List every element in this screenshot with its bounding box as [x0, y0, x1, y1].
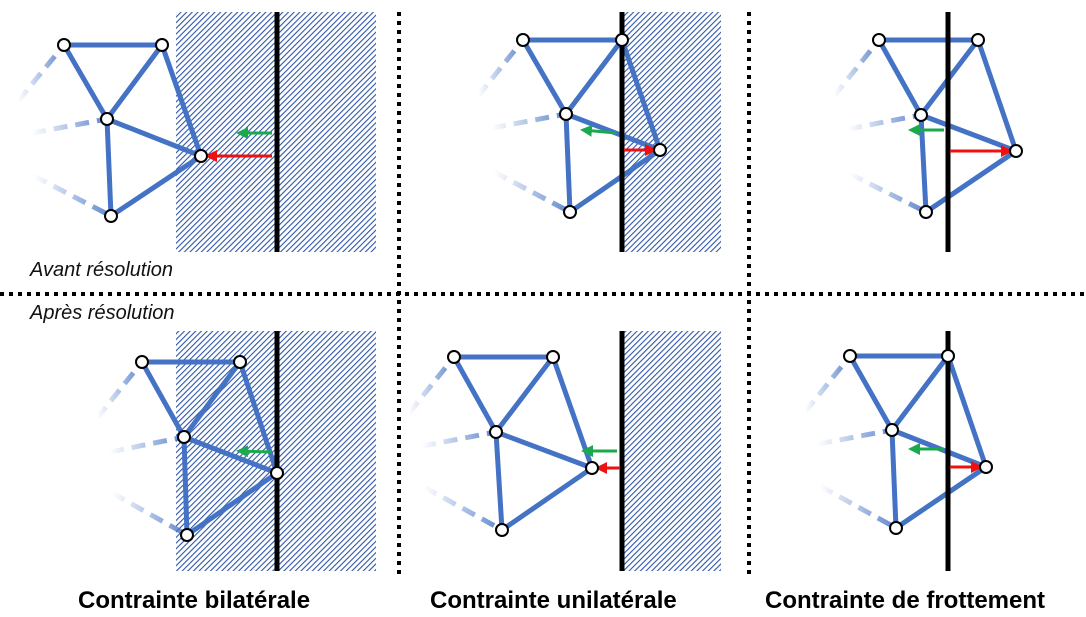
mesh-node	[57, 38, 71, 52]
label-before-resolution: Avant résolution	[30, 259, 174, 281]
mesh-edge	[108, 153, 204, 219]
fading-mesh-edge	[16, 43, 66, 103]
mesh-node	[155, 38, 169, 52]
mesh-node	[447, 350, 461, 364]
mesh-edge	[918, 112, 1019, 154]
mesh-node	[1009, 144, 1023, 158]
mesh-edge	[923, 148, 1019, 215]
fading-mesh-edge	[847, 112, 922, 132]
mesh-node	[885, 423, 899, 437]
hatched-region	[622, 331, 721, 571]
caption-unilateral-constraint: Contrainte unilatérale	[430, 587, 677, 614]
fading-mesh-edge	[32, 173, 113, 219]
fading-mesh-edge	[31, 116, 108, 136]
fading-mesh-edge	[95, 360, 144, 420]
mesh-edge	[889, 353, 951, 433]
mesh-node	[546, 350, 560, 364]
mesh-edge	[520, 37, 569, 117]
mesh-edge	[159, 42, 204, 159]
diagram-panels	[16, 12, 1023, 571]
mesh-node	[495, 523, 509, 537]
mesh-edge	[945, 353, 989, 470]
mesh-edge	[975, 37, 1019, 154]
mesh-edge	[619, 37, 663, 153]
mesh-node	[563, 205, 577, 219]
mesh-edge	[567, 147, 663, 215]
mesh-node	[559, 107, 573, 121]
mesh-edge	[499, 465, 595, 533]
fading-mesh-edge	[422, 484, 504, 533]
mesh-edge	[563, 37, 625, 117]
mesh-edge	[61, 42, 110, 122]
mesh-node	[872, 33, 886, 47]
mesh-node	[516, 33, 530, 47]
fading-mesh-edge	[818, 483, 898, 531]
mesh-node	[843, 349, 857, 363]
fading-mesh-edge	[832, 38, 881, 98]
mesh-node	[489, 425, 503, 439]
mesh-edge	[181, 359, 243, 440]
fading-mesh-edge	[407, 355, 456, 415]
grid-separators	[0, 12, 1086, 576]
mesh-node	[971, 33, 985, 47]
mesh-edge	[104, 42, 165, 122]
mesh-edge	[893, 464, 989, 531]
mesh-node	[177, 430, 191, 444]
mesh-edge	[493, 429, 505, 533]
mesh-edge	[451, 354, 499, 435]
green-force-arrow	[580, 124, 617, 137]
mesh-edge	[184, 470, 280, 538]
mesh-node	[919, 205, 933, 219]
fading-mesh-edge	[848, 171, 928, 215]
mesh-edge	[493, 354, 556, 435]
mesh-node	[194, 149, 208, 163]
mesh-node	[615, 33, 629, 47]
mesh-node	[585, 461, 599, 475]
mesh-node	[233, 355, 247, 369]
fading-mesh-edge	[110, 490, 189, 538]
mesh-node	[104, 209, 118, 223]
mesh-node	[653, 143, 667, 157]
mesh-node	[270, 466, 284, 480]
mesh-edge	[889, 427, 899, 531]
hatched-region	[622, 12, 721, 252]
mesh-node	[135, 355, 149, 369]
mesh-node	[889, 521, 903, 535]
caption-friction-constraint: Contrainte de frottement	[765, 587, 1046, 614]
mesh-node	[100, 112, 114, 126]
fading-mesh-edge	[109, 434, 185, 455]
green-force-arrow	[236, 445, 273, 458]
mesh-edge	[104, 116, 114, 219]
mesh-node	[979, 460, 993, 474]
mesh-edge	[181, 434, 190, 538]
mesh-edge	[139, 359, 187, 440]
mesh-node	[914, 108, 928, 122]
mesh-edge	[563, 111, 573, 215]
mesh-node	[941, 349, 955, 363]
mesh-edge	[104, 116, 204, 159]
label-after-resolution: Après résolution	[30, 302, 175, 324]
mesh-edge	[237, 359, 280, 476]
caption-bilateral-constraint: Contrainte bilatérale	[78, 587, 311, 614]
mesh-edge	[493, 429, 595, 471]
fading-mesh-edge	[491, 111, 567, 131]
fading-mesh-edge	[492, 169, 572, 215]
fading-mesh-edge	[421, 429, 497, 449]
mesh-edge	[876, 37, 924, 118]
fading-mesh-edge	[476, 38, 525, 98]
fading-mesh-edge	[817, 427, 893, 447]
mesh-edge	[847, 353, 895, 433]
fading-mesh-edge	[803, 354, 852, 414]
mesh-node	[180, 528, 194, 542]
mesh-edge	[181, 434, 280, 476]
